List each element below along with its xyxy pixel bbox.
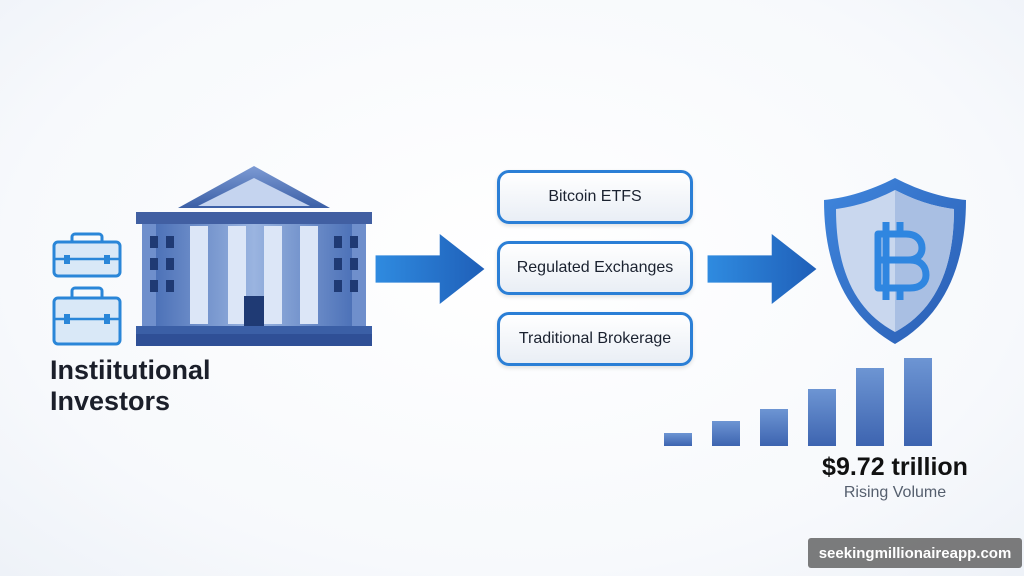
volume-bar (712, 421, 740, 446)
volume-bar (664, 433, 692, 446)
channel-traditional-brokerage: Traditional Brokerage (497, 312, 693, 366)
channel-label: Bitcoin ETFS (548, 188, 642, 205)
channel-label: Regulated Exchanges (516, 259, 674, 276)
channel-bitcoin-etfs: Bitcoin ETFS (497, 170, 693, 224)
briefcase-icon (52, 232, 122, 278)
watermark: seekingmillionaireapp.com (808, 538, 1022, 568)
investors-label-line2: Investors (50, 386, 171, 416)
channel-label: Traditional Brokerage (518, 330, 672, 347)
volume-bar (904, 358, 932, 446)
volume-amount: $9.72 trillion (822, 453, 968, 481)
volume-caption: Rising Volume (843, 484, 947, 501)
volume-bars (664, 358, 934, 446)
volume-bar (856, 368, 884, 446)
briefcase-icon (52, 286, 122, 346)
arrow-right-icon (707, 234, 817, 304)
channel-regulated-exchanges: Regulated Exchanges (497, 241, 693, 295)
bank-building-icon (136, 166, 372, 346)
volume-bar (760, 409, 788, 446)
shield-bitcoin-icon (824, 178, 966, 344)
arrow-right-icon (375, 234, 485, 304)
investors-label: Instiitutional Investors (50, 355, 210, 417)
investors-label-line1: Instiitutional (50, 355, 211, 385)
volume-bar (808, 389, 836, 446)
